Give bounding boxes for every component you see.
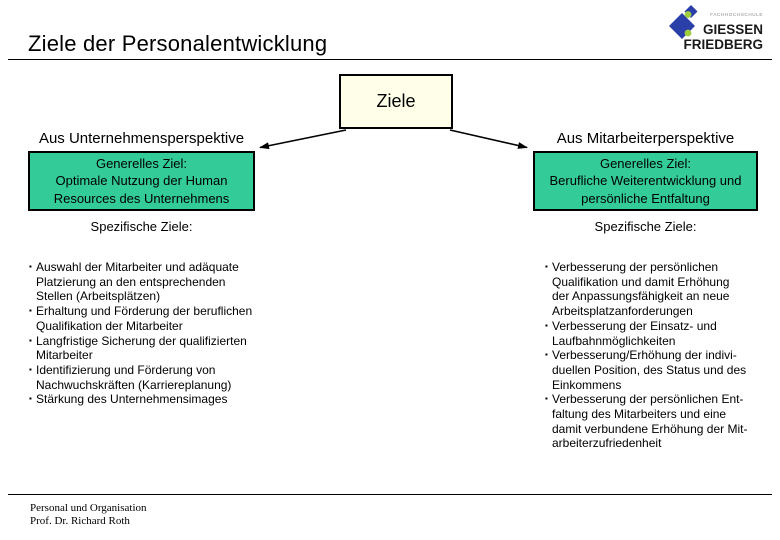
left-column-heading: Aus Unternehmensperspektive xyxy=(38,130,245,147)
right-general-goal-box: Generelles Ziel: Berufliche Weiterentwic… xyxy=(533,151,758,211)
bullet-text: Verbesserung der Einsatz- und Laufbahnmö… xyxy=(552,318,717,348)
bullet-text: Stärkung des Unternehmensimages xyxy=(36,392,228,407)
bullet-text: Identifizierung und Förderung von Nachwu… xyxy=(36,362,232,392)
bullet-item: ▪ Verbesserung der persönlichen Qualifika… xyxy=(545,260,773,319)
left-general-goal-box: Generelles Ziel: Optimale Nutzung der Hu… xyxy=(28,151,255,211)
title-divider xyxy=(8,59,772,60)
right-specific-goals-label: Spezifische Ziele: xyxy=(594,219,697,234)
bullet-marker-icon: ▪ xyxy=(545,320,548,330)
bullet-marker-icon: ▪ xyxy=(29,262,32,271)
bullet-text: Verbesserung der persönlichen Qualifikat… xyxy=(552,260,730,319)
arrow-to-right-icon xyxy=(449,129,528,149)
bullet-marker-icon: ▪ xyxy=(29,394,32,404)
bullet-marker-icon: ▪ xyxy=(29,335,32,345)
bullet-marker-icon: ▪ xyxy=(545,262,548,271)
root-goal-box: Ziele xyxy=(339,74,453,129)
bullet-text: Erhaltung und Förderung der beruflichen … xyxy=(36,304,253,333)
bullet-item: ▪ Identifizierung und Förderung von Nachw… xyxy=(29,363,279,392)
bullet-marker-icon: ▪ xyxy=(29,306,32,316)
bullet-item: ▪ Auswahl der Mitarbeiter und adäquate Pl… xyxy=(29,260,279,304)
bullet-marker-icon: ▪ xyxy=(545,394,548,404)
page-title: Ziele der Personalentwicklung xyxy=(28,31,328,56)
logo-institution-text: FACHHOCHSCHULE xyxy=(710,12,763,17)
bullet-marker-icon: ▪ xyxy=(545,350,548,360)
bullet-item: ▪ Erhaltung und Förderung der beruflichen… xyxy=(29,304,279,333)
logo-city-text: GIESSEN xyxy=(703,22,763,37)
arrow-to-left-icon xyxy=(259,129,347,150)
logo-city2-text: FRIEDBERG xyxy=(683,37,763,52)
bullet-item: ▪ Verbesserung der persönlichen Ent- falt… xyxy=(545,392,773,451)
bullet-item: ▪ Langfristige Sicherung der qualifiziert… xyxy=(29,334,279,363)
bullet-marker-icon: ▪ xyxy=(29,364,32,374)
footer: Personal und Organisation Prof. Dr. Rich… xyxy=(30,502,147,528)
university-logo: FACHHOCHSCHULE GIESSEN FRIEDBERG xyxy=(655,4,767,56)
left-bullet-list: ▪ Auswahl der Mitarbeiter und adäquate Pl… xyxy=(29,260,279,407)
footer-course: Personal und Organisation xyxy=(30,502,147,514)
root-goal-label: Ziele xyxy=(376,91,416,111)
right-bullet-list: ▪ Verbesserung der persönlichen Qualifika… xyxy=(545,260,773,451)
bullet-text: Langfristige Sicherung der qualifizierte… xyxy=(36,333,247,363)
logo-diamonds-icon: FACHHOCHSCHULE GIESSEN FRIEDBERG xyxy=(669,5,763,52)
footer-divider xyxy=(8,494,772,495)
bullet-item: ▪ Stärkung des Unternehmensimages xyxy=(29,392,279,407)
footer-author: Prof. Dr. Richard Roth xyxy=(30,515,130,527)
left-specific-goals-label: Spezifische Ziele: xyxy=(90,219,193,234)
bullet-text: Auswahl der Mitarbeiter und adäquate Pla… xyxy=(36,260,239,304)
right-column-heading: Aus Mitarbeiterperspektive xyxy=(556,130,735,147)
bullet-item: ▪ Verbesserung der Einsatz- und Laufbahnm… xyxy=(545,319,773,348)
bullet-text: Verbesserung der persönlichen Ent- faltu… xyxy=(552,392,748,451)
bullet-item: ▪ Verbesserung/Erhöhung der indivi- duell… xyxy=(545,348,773,392)
bullet-text: Verbesserung/Erhöhung der indivi- duelle… xyxy=(552,348,747,392)
